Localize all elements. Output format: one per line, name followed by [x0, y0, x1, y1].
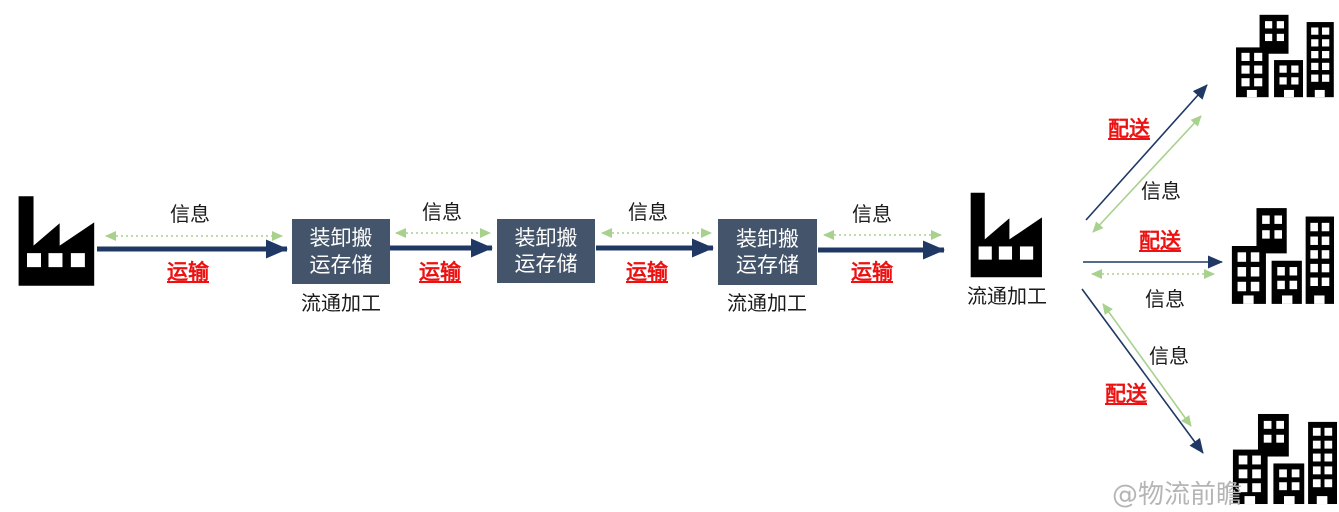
- process-box-label: 装卸搬 运存储: [736, 226, 799, 277]
- process-box-1: 装卸搬 运存储: [292, 219, 390, 284]
- info-label-top: 信息: [1141, 179, 1181, 203]
- process-box-2: 装卸搬 运存储: [497, 219, 595, 283]
- buildings-icon: [1231, 208, 1334, 304]
- info-arrow-bottom: [1102, 303, 1192, 427]
- process-box-label: 装卸搬 运存储: [514, 225, 578, 276]
- right-factory-label: 流通加工: [967, 284, 1047, 308]
- info-label-seg1: 信息: [170, 202, 210, 226]
- transport-label-seg4: 运输: [851, 260, 893, 284]
- info-label-seg4: 信息: [852, 202, 892, 226]
- process-box-3: 装卸搬 运存储: [718, 219, 817, 285]
- delivery-arrow-bottom: [1081, 288, 1204, 454]
- info-arrow-top: [1092, 115, 1202, 233]
- watermark: @物流前瞻: [1112, 480, 1243, 510]
- buildings-icon: [1232, 413, 1337, 505]
- factory-icon: [970, 192, 1042, 278]
- info-label-middle: 信息: [1145, 287, 1185, 311]
- delivery-label-top: 配送: [1108, 117, 1150, 141]
- factory-icon: [18, 196, 95, 286]
- process-box-3-sublabel: 流通加工: [727, 291, 807, 315]
- buildings-icon: [1236, 14, 1334, 98]
- transport-label-seg3: 运输: [626, 260, 668, 284]
- info-label-seg2: 信息: [422, 200, 462, 224]
- delivery-label-middle: 配送: [1139, 229, 1181, 253]
- info-label-bottom: 信息: [1149, 344, 1189, 368]
- delivery-label-bottom: 配送: [1105, 382, 1147, 406]
- transport-label-seg1: 运输: [167, 260, 209, 284]
- process-box-label: 装卸搬 运存储: [309, 226, 373, 277]
- info-label-seg3: 信息: [628, 200, 668, 224]
- process-box-1-sublabel: 流通加工: [301, 291, 381, 315]
- transport-label-seg2: 运输: [419, 260, 461, 284]
